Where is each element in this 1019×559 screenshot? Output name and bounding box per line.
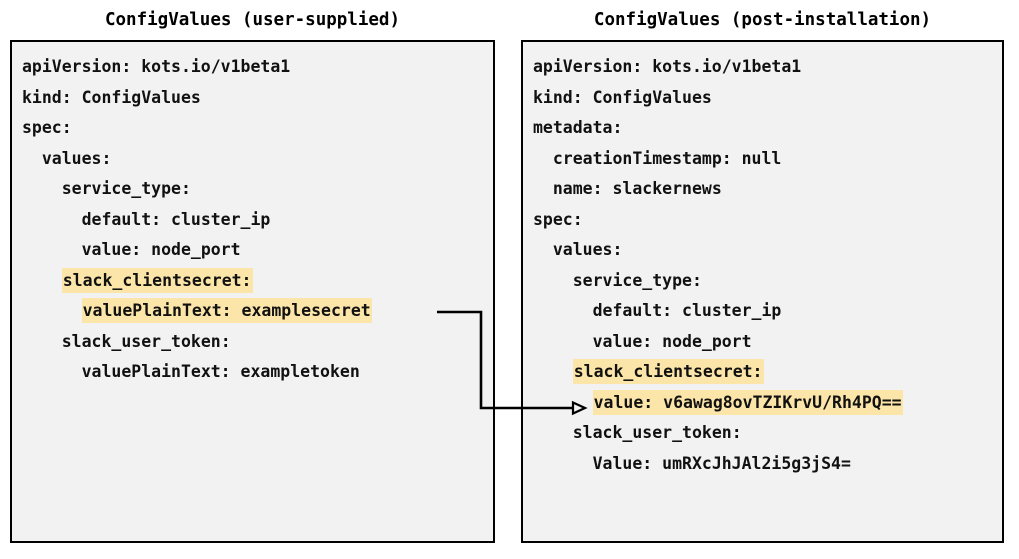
left-code-line: valuePlainText: examplesecret: [22, 296, 493, 327]
right-code-block: apiVersion: kots.io/v1beta1 kind: ConfigV…: [533, 52, 1002, 479]
right-code-line: spec:: [533, 205, 1002, 236]
user-supplied-configvalues-panel: apiVersion: kots.io/v1beta1 kind: ConfigV…: [10, 40, 495, 543]
post-installation-configvalues-panel: apiVersion: kots.io/v1beta1 kind: ConfigV…: [521, 40, 1004, 543]
right-code-line: value: node_port: [533, 327, 1002, 358]
right-code-line: service_type:: [533, 266, 1002, 297]
code-text: creationTimestamp: null: [552, 148, 782, 168]
right-code-line: name: slackernews: [533, 174, 1002, 205]
indent: [533, 393, 593, 412]
code-text: name: slackernews: [552, 179, 722, 198]
highlighted-value: slack_clientsecret:: [572, 359, 764, 384]
code-text: values:: [41, 148, 112, 168]
right-code-line: default: cluster_ip: [533, 296, 1002, 327]
indent: [533, 454, 593, 473]
code-text: apiVersion: kots.io/v1beta1: [22, 57, 291, 76]
indent: [22, 210, 82, 229]
indent: [533, 240, 553, 259]
indent: [533, 271, 573, 290]
code-text: service_type:: [572, 270, 702, 290]
code-text: default: cluster_ip: [592, 301, 782, 320]
code-text: spec:: [22, 118, 72, 137]
indent: [533, 332, 593, 351]
left-code-line: values:: [22, 144, 493, 175]
indent: [22, 271, 62, 290]
indent: [533, 362, 573, 381]
indent: [22, 301, 82, 320]
code-text: values:: [552, 240, 623, 259]
code-text: value: node_port: [592, 331, 752, 351]
right-code-line: metadata:: [533, 113, 1002, 144]
right-panel-title: ConfigValues (post-installation): [593, 10, 932, 30]
right-code-line: kind: ConfigValues: [533, 83, 1002, 114]
left-code-line: service_type:: [22, 174, 493, 205]
code-text: metadata:: [533, 118, 623, 137]
left-code-line: default: cluster_ip: [22, 205, 493, 236]
right-code-line: value: v6awag8ovTZIKrvU/Rh4PQ==: [533, 388, 1002, 419]
highlighted-value: value: v6awag8ovTZIKrvU/Rh4PQ==: [592, 389, 903, 415]
highlighted-value: slack_clientsecret:: [61, 267, 253, 293]
code-text: slack_user_token:: [572, 423, 742, 442]
left-code-line: slack_clientsecret:: [22, 266, 493, 297]
right-code-line: Value: umRXcJhJAl2i5g3jS4=: [533, 449, 1002, 480]
code-text: apiVersion: kots.io/v1beta1: [533, 57, 802, 76]
indent: [22, 362, 82, 381]
indent: [533, 149, 553, 168]
left-panel-title: ConfigValues (user-supplied): [104, 10, 400, 30]
right-code-line: creationTimestamp: null: [533, 144, 1002, 175]
code-text: default: cluster_ip: [81, 209, 271, 229]
indent: [533, 301, 593, 320]
indent: [22, 332, 62, 351]
left-code-line: valuePlainText: exampletoken: [22, 357, 493, 388]
indent: [533, 423, 573, 442]
indent: [533, 179, 553, 198]
code-text: spec:: [533, 209, 583, 229]
code-text: service_type:: [61, 179, 191, 198]
code-text: valuePlainText: exampletoken: [81, 362, 360, 381]
left-code-line: apiVersion: kots.io/v1beta1: [22, 52, 493, 83]
right-code-line: values:: [533, 235, 1002, 266]
indent: [22, 240, 82, 259]
indent: [22, 179, 62, 198]
right-code-line: apiVersion: kots.io/v1beta1: [533, 52, 1002, 83]
code-text: kind: ConfigValues: [533, 87, 712, 107]
highlighted-value: valuePlainText: examplesecret: [81, 298, 372, 323]
left-code-line: kind: ConfigValues: [22, 83, 493, 114]
left-code-block: apiVersion: kots.io/v1beta1 kind: ConfigV…: [22, 52, 493, 388]
left-code-line: spec:: [22, 113, 493, 144]
left-code-line: slack_user_token:: [22, 327, 493, 358]
right-code-line: slack_clientsecret:: [533, 357, 1002, 388]
left-code-line: value: node_port: [22, 235, 493, 266]
code-text: Value: umRXcJhJAl2i5g3jS4=: [592, 453, 851, 473]
code-text: value: node_port: [81, 240, 241, 259]
indent: [22, 149, 42, 168]
code-text: kind: ConfigValues: [22, 87, 201, 107]
right-code-line: slack_user_token:: [533, 418, 1002, 449]
code-text: slack_user_token:: [61, 331, 231, 351]
